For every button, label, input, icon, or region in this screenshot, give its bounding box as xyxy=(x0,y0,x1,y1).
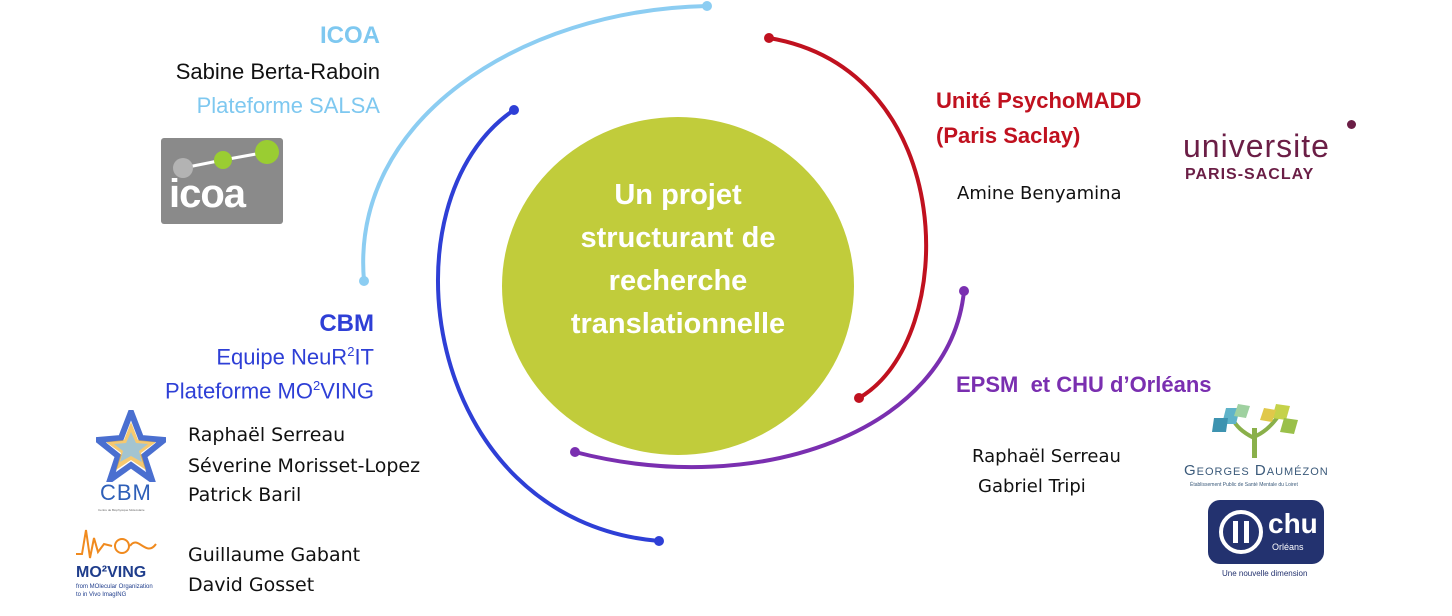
paris-saclay-logo-line1: universite xyxy=(1183,128,1330,164)
center-line-2: structurant de xyxy=(580,222,776,254)
cbm-person-5: David Gosset xyxy=(188,574,315,596)
moving-logo: MO²VING from MOlecular Organization to i… xyxy=(72,524,162,608)
moving-logo-sub2: to in Vivo ImagING xyxy=(76,592,127,598)
psychomadd-title-line2: (Paris Saclay) xyxy=(936,123,1081,148)
icoa-logo-graphic xyxy=(173,140,279,178)
psychomadd-title-line1: Unité PsychoMADD xyxy=(936,88,1142,113)
moving-logo-text: MO²VING xyxy=(76,564,147,581)
center-circle xyxy=(502,117,854,455)
chu-logo-sub: Orléans xyxy=(1272,542,1304,552)
psychomadd-arc-end-dot xyxy=(854,393,864,403)
icoa-logo: icoa xyxy=(161,138,283,224)
cbm-person-3: Patrick Baril xyxy=(188,484,302,506)
cbm-logo: CBM Centre de Biophysique Moléculaire xyxy=(90,403,172,514)
chu-logo-text: chu xyxy=(1268,508,1318,539)
cbm-arc-end-dot xyxy=(654,536,664,546)
cbm-platform-prefix: Plateforme MO xyxy=(165,378,313,404)
epsm-person-2: Gabriel Tripi xyxy=(978,476,1086,497)
cbm-team: Equipe NeuR2IT xyxy=(216,344,374,370)
psychomadd-arc xyxy=(768,36,928,400)
cbm-logo-sub: Centre de Biophysique Moléculaire xyxy=(98,508,145,512)
paris-saclay-logo-dot xyxy=(1347,120,1356,129)
cbm-logo-star xyxy=(90,403,172,488)
icoa-arc-start-dot xyxy=(702,1,712,11)
psychomadd-person: Amine Benyamina xyxy=(957,183,1122,204)
icoa-title: ICOA xyxy=(320,22,380,49)
cbm-person-2: Séverine Morisset-Lopez xyxy=(188,455,421,477)
cbm-arc-start-dot xyxy=(509,105,519,115)
epsm-arc-start-dot xyxy=(959,286,969,296)
daumezon-logo-sub: Établissement Public de Santé Mentale du… xyxy=(1190,482,1298,488)
daumezon-tree-graphic xyxy=(1212,404,1298,458)
icoa-person: Sabine Berta-Raboin xyxy=(175,59,380,84)
epsm-person-1: Raphaël Serreau xyxy=(972,446,1121,467)
icoa-logo-text: icoa xyxy=(169,172,246,216)
cbm-team-suffix: IT xyxy=(354,344,374,370)
cbm-person-4: Guillaume Gabant xyxy=(188,544,361,566)
icoa-platform: Plateforme SALSA xyxy=(196,93,380,118)
center-line-3: recherche xyxy=(608,265,748,297)
epsm-title: EPSM et CHU d’Orléans xyxy=(956,372,1212,397)
center-text: Un projet structurant de recherche trans… xyxy=(502,174,854,346)
chu-logo-mark xyxy=(1219,510,1263,554)
paris-saclay-logo: universite PARIS-SACLAY xyxy=(1183,118,1363,188)
daumezon-logo: Georges Daumézon Établissement Public de… xyxy=(1180,404,1330,490)
daumezon-logo-text: Georges Daumézon xyxy=(1184,462,1329,479)
epsm-arc xyxy=(574,290,966,470)
icoa-arc xyxy=(361,4,708,282)
epsm-arc-end-dot xyxy=(570,447,580,457)
cbm-team-sup: 2 xyxy=(347,344,355,359)
cbm-title: CBM xyxy=(319,310,374,337)
cbm-team-prefix: Equipe NeuR xyxy=(216,344,348,370)
moving-logo-graphic xyxy=(76,529,157,559)
chu-logo-tagline: Une nouvelle dimension xyxy=(1222,569,1308,578)
cbm-platform-suffix: VING xyxy=(320,378,374,404)
cbm-logo-text: CBM xyxy=(100,480,152,505)
center-line-4: translationnelle xyxy=(570,308,786,340)
cbm-person-1: Raphaël Serreau xyxy=(188,424,346,446)
cbm-arc xyxy=(435,108,660,543)
paris-saclay-logo-line2: PARIS-SACLAY xyxy=(1185,166,1315,183)
psychomadd-arc-start-dot xyxy=(764,33,774,43)
cbm-platform-sup: 2 xyxy=(312,378,321,393)
chu-logo: chu Orléans xyxy=(1208,500,1324,564)
center-line-1: Un projet xyxy=(614,179,742,211)
icoa-arc-end-dot xyxy=(359,276,369,286)
moving-logo-sub1: from MOlecular Organization xyxy=(76,584,153,590)
cbm-platform: Plateforme MO2VING xyxy=(165,378,374,404)
